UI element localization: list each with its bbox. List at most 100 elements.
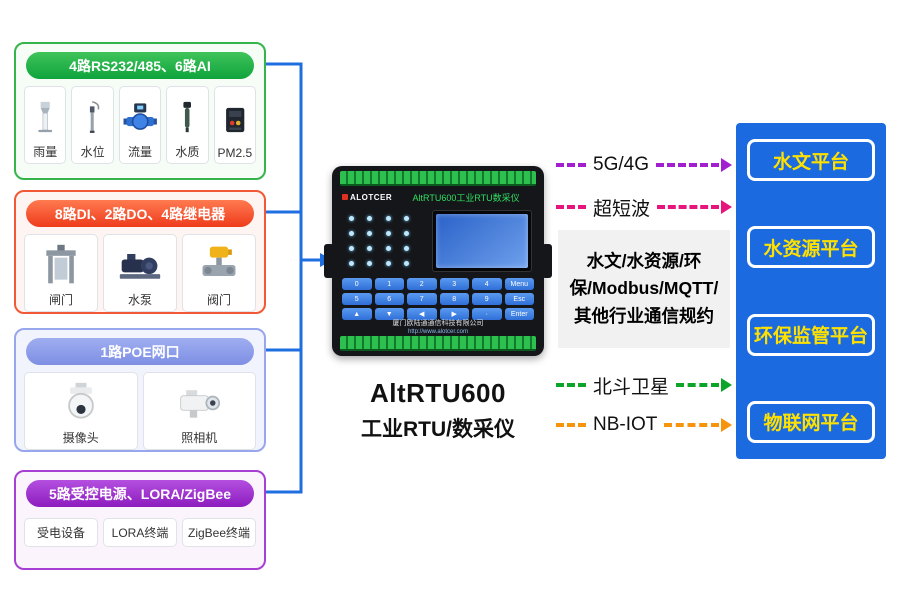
link-uhf: 超短波: [556, 194, 732, 220]
dash-line: [655, 163, 719, 167]
equipment-item-label: 水质: [175, 145, 200, 159]
gate-icon: [39, 239, 83, 291]
device-key: 2: [407, 278, 437, 290]
equipment-item: 水泵: [103, 234, 177, 312]
platform-box: 水资源平台: [747, 226, 875, 269]
led-indicator-icon: [349, 215, 355, 221]
led-indicator-icon: [349, 246, 355, 252]
device-key: ◀: [407, 308, 437, 320]
equipment-item: 水质: [166, 86, 209, 164]
panel-di-do-relay: 8路DI、2路DO、4路继电器 闸门水泵阀门: [14, 190, 266, 314]
link-label-nbiot: NB-IOT: [593, 414, 658, 435]
device-key: 8: [439, 293, 469, 305]
led-indicator-icon: [385, 215, 391, 221]
mounting-ear-left: [324, 244, 334, 278]
dash-line: [556, 383, 586, 387]
company-name: 厦门欧陆通通信科技有限公司: [392, 320, 484, 328]
panel-items-rs232-ai: 雨量 水位 流量 水质 PM2.5: [16, 83, 264, 172]
link-5g-4g: 5G/4G: [556, 152, 732, 178]
link-nbiot: NB-IOT: [556, 412, 732, 438]
device-key: Esc: [504, 293, 534, 305]
equipment-item: LORA终端: [103, 518, 177, 547]
equipment-item: 摄像头: [24, 372, 138, 450]
equipment-item-label: 水位: [80, 145, 105, 159]
arrow-right-icon: [721, 158, 732, 172]
equipment-item-label: ZigBee终端: [187, 526, 251, 540]
device-header: ALOTCER AltRTU600工业RTU数采仪: [342, 189, 534, 205]
water-level-icon: [74, 91, 110, 143]
device-faceplate-title: AltRTU600工业RTU数采仪: [412, 192, 520, 203]
link-label-beidou: 北斗卫星: [593, 376, 670, 398]
lcd-backlight: [436, 214, 528, 268]
device-key: 4: [472, 278, 502, 290]
equipment-item: 受电设备: [24, 518, 98, 547]
dash-line: [556, 163, 586, 167]
dash-line: [556, 205, 586, 209]
rain-gauge-icon: [27, 91, 63, 143]
panel-items-di-do-relay: 闸门水泵阀门: [16, 231, 264, 320]
equipment-item-label: 受电设备: [36, 526, 85, 540]
pump-icon: [118, 239, 162, 291]
panel-title-rs232-ai: 4路RS232/485、6路AI: [26, 52, 254, 79]
device-key: Menu: [504, 278, 534, 290]
device-key: 6: [374, 293, 404, 305]
equipment-item: PM2.5: [213, 86, 257, 164]
equipment-item: 闸门: [24, 234, 98, 312]
dash-line: [664, 423, 719, 427]
equipment-item-label: 摄像头: [62, 431, 99, 445]
led-indicator-icon: [349, 230, 355, 236]
platform-panel: 水文平台水资源平台环保监管平台物联网平台: [736, 123, 886, 459]
led-indicator-icon: [403, 261, 409, 267]
led-indicator-icon: [349, 261, 355, 267]
device-key: ▶: [439, 308, 469, 320]
device-key: ▼: [374, 308, 404, 320]
status-leds: [346, 214, 412, 268]
led-indicator-icon: [367, 246, 373, 252]
flow-meter-icon: [122, 91, 158, 143]
led-indicator-icon: [367, 261, 373, 267]
panel-title-poe: 1路POE网口: [26, 338, 254, 365]
link-label-5g-4g: 5G/4G: [593, 154, 649, 175]
equipment-item: 雨量: [24, 86, 67, 164]
box-camera-icon: [177, 377, 221, 429]
arrow-right-icon: [721, 378, 732, 392]
panel-rs232-ai: 4路RS232/485、6路AI 雨量 水位 流量 水质 PM2.5: [14, 42, 266, 180]
equipment-item: 阀门: [182, 234, 256, 312]
equipment-item-label: PM2.5: [217, 146, 253, 160]
valve-icon: [197, 239, 241, 291]
equipment-item-label: 雨量: [33, 145, 58, 159]
device-key: 7: [407, 293, 437, 305]
equipment-item-label: 流量: [128, 145, 153, 159]
device-type-name: 工业RTU/数采仪: [361, 418, 515, 441]
arrow-right-icon: [721, 418, 732, 432]
brand-logo: ALOTCER: [342, 193, 392, 202]
platform-box: 环保监管平台: [747, 313, 875, 356]
device-key: ·: [472, 308, 502, 320]
led-indicator-icon: [403, 246, 409, 252]
platform-box: 水文平台: [747, 139, 875, 181]
dash-line: [676, 383, 719, 387]
mounting-ear-right: [542, 244, 552, 278]
dash-line: [657, 205, 719, 209]
terminal-block-top: [340, 171, 536, 186]
device-key: ▲: [342, 308, 372, 320]
device-footer: 厦门欧陆通通信科技有限公司 http://www.alotcer.com: [332, 320, 544, 336]
device-key: 5: [342, 293, 372, 305]
pm25-sensor-icon: [217, 94, 253, 146]
device-key: 1: [374, 278, 404, 290]
led-indicator-icon: [385, 246, 391, 252]
equipment-item: 流量: [118, 86, 162, 164]
equipment-item-label: LORA终端: [111, 526, 169, 540]
link-label-uhf: 超短波: [593, 198, 651, 220]
panel-poe: 1路POE网口 摄像头照相机: [14, 328, 266, 452]
lcd-screen: [432, 210, 532, 272]
arrow-right-icon: [721, 200, 732, 214]
water-quality-icon: [169, 91, 205, 143]
equipment-item-label: 阀门: [206, 293, 231, 307]
led-indicator-icon: [385, 261, 391, 267]
company-website: http://www.alotcer.com: [407, 328, 469, 335]
